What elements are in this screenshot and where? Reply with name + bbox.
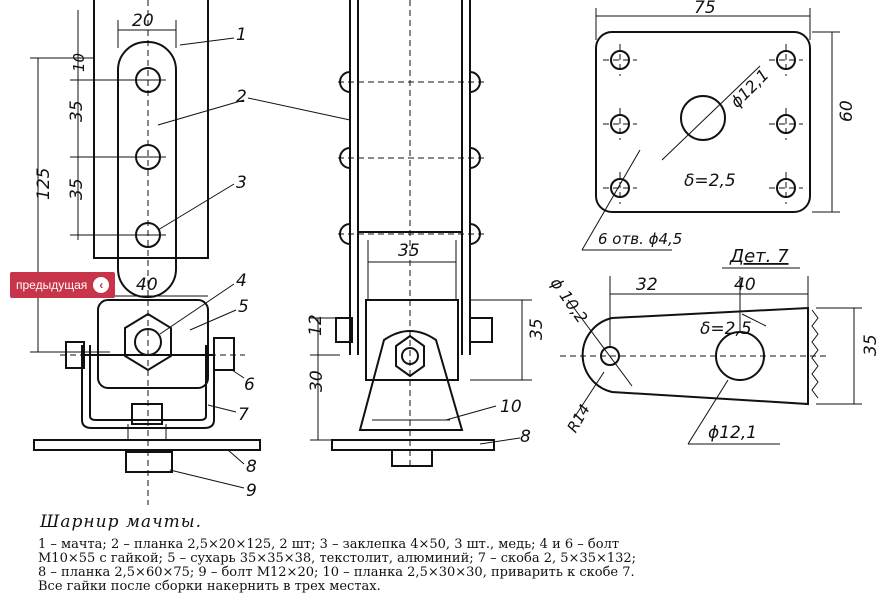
label-40b: 40 <box>734 275 756 295</box>
chevron-left-icon: ‹ <box>93 277 110 293</box>
label-8a: 8 <box>246 457 257 477</box>
label-75: 75 <box>694 0 716 18</box>
label-60: 60 <box>837 100 857 122</box>
label-phi12-1a: ϕ12,1 <box>727 65 773 111</box>
label-3: 3 <box>236 173 247 193</box>
previous-label: предыдущая <box>16 278 88 292</box>
label-1: 1 <box>236 25 247 45</box>
label-12: 12 <box>306 314 326 336</box>
label-delta-2-5a: δ=2,5 <box>684 171 736 191</box>
label-35d: 35 <box>527 318 547 340</box>
label-delta-2-5b: δ=2,5 <box>700 319 752 339</box>
label-35b: 35 <box>67 178 87 200</box>
label-35a: 35 <box>67 100 87 122</box>
legend-line: М10×55 с гайкой; 5 – сухарь 35×35×38, те… <box>38 551 637 566</box>
legend: 1 – мачта; 2 – планка 2,5×20×125, 2 шт; … <box>38 538 878 594</box>
label-8b: 8 <box>520 427 531 447</box>
label-10-mid: 10 <box>500 397 522 417</box>
label-5: 5 <box>238 297 249 317</box>
legend-line: Все гайки после сборки накернить в трех … <box>38 579 381 594</box>
label-4: 4 <box>236 271 247 291</box>
label-20: 20 <box>132 11 154 31</box>
label-7: 7 <box>238 405 249 425</box>
label-35e: 35 <box>861 334 881 356</box>
label-40a: 40 <box>136 275 158 295</box>
caption-title: Шарнир мачты. <box>40 512 203 532</box>
middle-view <box>247 0 532 470</box>
label-r14: R14 <box>564 401 594 436</box>
label-35c: 35 <box>398 241 420 261</box>
plate-view <box>581 8 840 251</box>
legend-line: 8 – планка 2,5×60×75; 9 – болт М12×20; 1… <box>38 565 635 580</box>
detail-7-view <box>560 267 862 445</box>
left-view <box>30 0 261 505</box>
label-9: 9 <box>246 481 257 501</box>
previous-button[interactable]: предыдущая ‹ <box>10 272 116 298</box>
label-10: 10 <box>70 53 88 72</box>
label-phi10-2: ϕ 10,2 <box>547 274 592 327</box>
technical-drawing: 20 10 35 35 125 40 1 2 3 4 5 6 7 8 9 <box>30 0 881 505</box>
label-holes: 6 отв. ϕ4,5 <box>598 230 682 248</box>
label-det7: Дет. 7 <box>729 246 789 267</box>
legend-line: 1 – мачта; 2 – планка 2,5×20×125, 2 шт; … <box>38 537 620 552</box>
label-125: 125 <box>34 168 54 200</box>
caption: Шарнир мачты. 1 – мачта; 2 – планка 2,5×… <box>38 512 878 594</box>
label-phi12-1b: ϕ12,1 <box>708 423 757 443</box>
label-32: 32 <box>636 275 658 295</box>
label-6: 6 <box>244 375 255 395</box>
label-2: 2 <box>236 87 247 107</box>
label-30: 30 <box>307 370 327 392</box>
